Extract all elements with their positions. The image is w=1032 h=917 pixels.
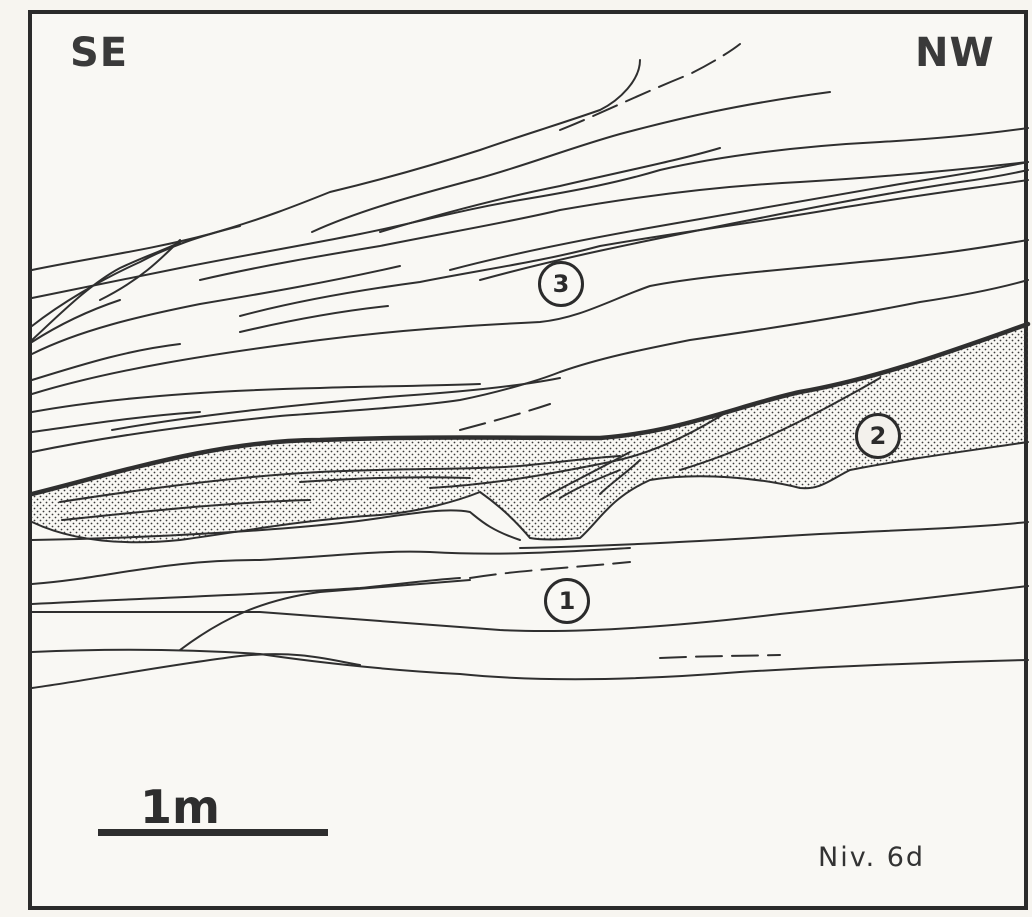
unit-2-lamina	[679, 377, 881, 471]
orientation-se-label: SE	[70, 30, 129, 76]
unit-1-bed	[31, 577, 461, 605]
unit-3-bed	[31, 411, 201, 433]
unit-1-bed	[519, 521, 1029, 549]
unit-2-lamina	[299, 476, 471, 483]
unit-3-marker: 3	[538, 261, 584, 307]
unit-3-bed	[479, 169, 1029, 281]
unit-3-bed	[379, 147, 721, 233]
unit-3-bed	[31, 127, 1029, 299]
unit-2-foreset	[539, 451, 631, 501]
unit-3-bed	[449, 161, 1029, 271]
unit-1-bed	[31, 648, 1029, 681]
unit-3-bed	[31, 241, 181, 341]
unit-1-bed	[31, 653, 361, 689]
unit-2-stippled-lens	[32, 324, 1028, 543]
unit-1-bed	[31, 585, 1029, 633]
unit-3-bed	[111, 377, 561, 431]
unit-2-lamina	[59, 455, 621, 503]
unit-1-bed-dashed	[469, 561, 631, 579]
unit-3-bed	[239, 305, 389, 333]
unit-3-bed	[31, 265, 401, 355]
unit-2-foreset	[599, 459, 641, 495]
scale-bar-label: 1m	[140, 780, 220, 834]
unit-3-bed	[31, 225, 241, 327]
unit-3-bed-dashed	[459, 403, 551, 431]
unit-2-upper-boundary	[29, 321, 1031, 497]
unit-3-bed	[31, 299, 121, 343]
unit-3-bed	[31, 383, 481, 413]
scale-bar	[98, 829, 328, 836]
unit-1-bed-dashed	[659, 654, 781, 659]
unit-3-bed-dashed	[559, 43, 741, 131]
unit-3-bed	[31, 239, 1029, 395]
unit-3-bed	[31, 59, 641, 271]
unit-3-bed	[311, 91, 831, 233]
unit-3-bed	[199, 161, 1029, 281]
unit-3-bed	[239, 179, 1029, 317]
unit-3-bed	[31, 279, 1029, 453]
unit-2-foreset	[559, 469, 621, 499]
unit-1-marker: 1	[544, 578, 590, 624]
unit-1-bed	[31, 509, 521, 541]
unit-2-lamina	[61, 499, 311, 521]
unit-3-bed	[31, 343, 181, 381]
orientation-nw-label: NW	[915, 30, 995, 76]
level-label: Niv. 6d	[818, 842, 926, 873]
unit-1-bed	[179, 579, 471, 651]
unit-2-marker: 2	[855, 413, 901, 459]
unit-1-bed	[31, 547, 631, 585]
